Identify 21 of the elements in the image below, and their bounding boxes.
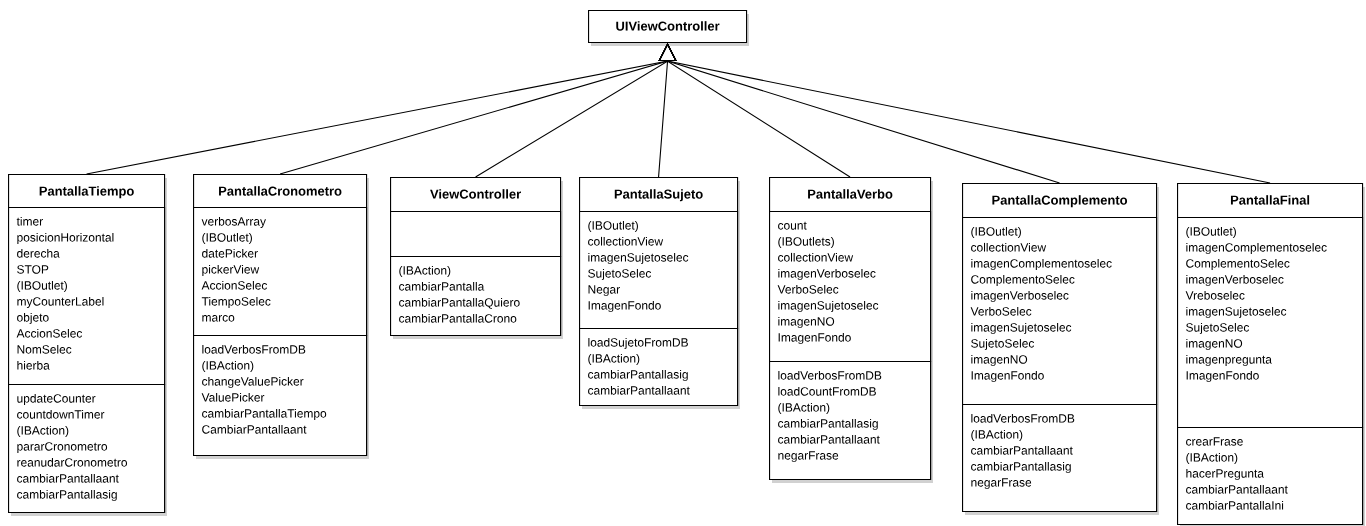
node-label: hacerPregunta [1186,468,1264,481]
attribute-list: (IBOutlet) collectionView imagenComplementoselec ComplementoSelec imagenVerboselec VerboSelec imagenSujetoselec SujetoSelec imagenNO ImagenFondo [962,217,1158,406]
method-list: loadVerbosFromDB (IBAction) cambiarPantallaant cambiarPantallasig negarFrase [962,404,1158,513]
attribute-list: timer posicionHorizontal derecha STOP (IBOutlet) myCounterLabel objeto AccionSelec NomSelec hierba [8,207,166,386]
attribute-list: (IBOutlet) collectionView imagenSujetoselec SujetoSelec Negar ImagenFondo [579,211,739,330]
inheritance-arrow [658,43,1271,184]
method-list: (IBAction) cambiarPantalla cambiarPantallaQuiero cambiarPantallaCrono [390,256,562,337]
method-list: updateCounter countdownTimer (IBAction) pararCronometro reanudarCronometro cambiarPantallaant cambiarPantallasig [8,384,166,514]
node-label: crearFrase [1186,437,1243,446]
method-list: loadSujetoFromDB (IBAction) cambiarPantallasig cambiarPantallaant [579,328,739,407]
node-label: (IBAction) [1186,452,1238,465]
attribute-list: count (IBOutlets) collectionView imagenVerboselec VerboSelec imagenSujetoselec imagenNO ImagenFondo [769,211,932,363]
method-list: loadVerbosFromDB loadCountFromDB (IBAction) cambiarPantallasig cambiarPantallaant negarFrase [769,361,932,481]
class-box: UIViewController [588,10,748,44]
empty-compartment [390,211,562,258]
attribute-list: verbosArray (IBOutlet) datePicker pickerView AccionSelec TiempoSelec marco [193,207,368,337]
node-label: PantallaFinal [1230,195,1310,205]
node-label: cambiarPantallaant [1186,484,1288,494]
method-list: loadVerbosFromDB (IBAction) changeValuePicker ValuePicker cambiarPantallaTiempo CambiarPantallaant [193,335,368,457]
node-label: cambiarPantallaIni [1186,500,1284,510]
method-list: crearFrase (IBAction) hacerPregunta cambiarPantallaant cambiarPantallaIni [1177,427,1364,526]
